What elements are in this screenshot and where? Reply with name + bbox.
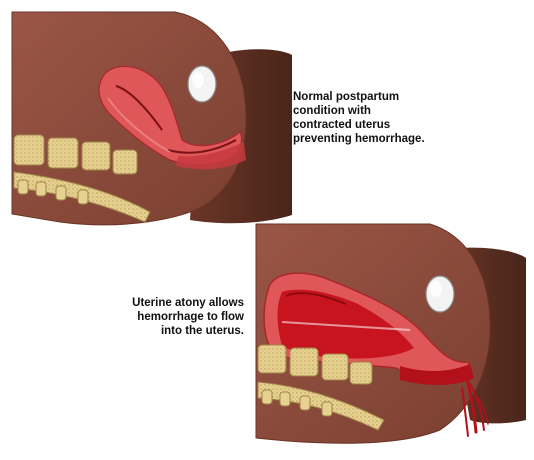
normal-caption: Normal postpartum condition with contrac… — [293, 90, 425, 146]
normal-caption-line: condition with — [293, 104, 425, 118]
atony-caption: Uterine atony allows hemorrhage to flow … — [132, 296, 244, 338]
atony-panel — [256, 224, 526, 443]
atony-caption-line: hemorrhage to flow — [132, 310, 244, 324]
atony-caption-line: Uterine atony allows — [132, 296, 244, 310]
normal-panel — [12, 12, 292, 225]
atony-caption-line: into the uterus. — [132, 324, 244, 338]
normal-caption-line: Normal postpartum — [293, 90, 425, 104]
normal-caption-line: preventing hemorrhage. — [293, 132, 425, 146]
normal-caption-line: contracted uterus — [293, 118, 425, 132]
